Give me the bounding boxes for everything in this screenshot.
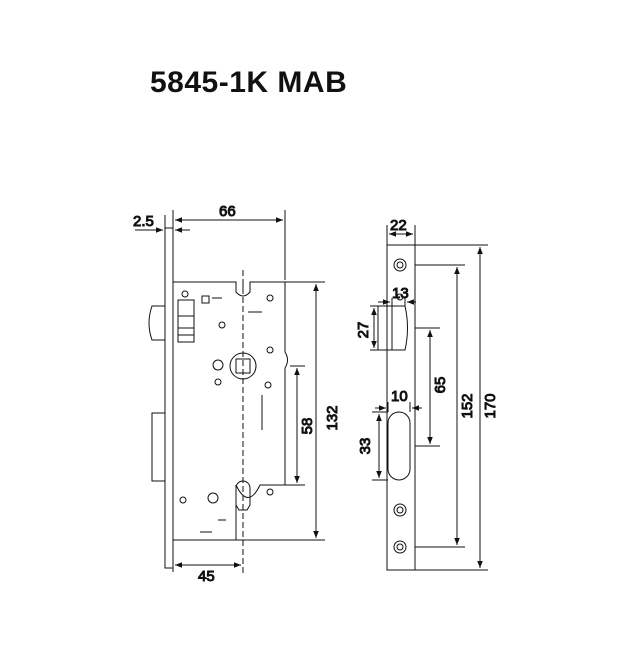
latch-bolt-front [377, 305, 408, 351]
faceplate-side [164, 227, 174, 569]
dim-latch-height: 27 [355, 322, 372, 339]
deadbolt-side [151, 412, 166, 482]
model-title: 5845-1K MAB [150, 66, 348, 99]
screw-top [181, 290, 189, 298]
dim-handle-to-cylinder: 58 [299, 418, 316, 435]
dim-latch-projection: 13 [392, 285, 409, 302]
dim-inner-spacing: 65 [432, 377, 449, 394]
lock-case-outline [172, 281, 288, 541]
dim-backset: 45 [198, 568, 215, 585]
latch-housing [177, 299, 195, 343]
screw-hole-bottom [393, 540, 407, 554]
dim-deadbolt-width: 10 [391, 388, 408, 405]
side-dimensions [135, 210, 325, 572]
latch-bolt-side [148, 305, 166, 341]
dim-faceplate-width: 22 [390, 217, 407, 234]
dim-case-height: 132 [324, 405, 341, 430]
side-view [148, 227, 288, 575]
front-dimensions [370, 225, 488, 571]
dim-screw-spacing: 152 [459, 393, 476, 418]
dim-faceplate-thickness: 2.5 [133, 213, 154, 230]
dim-deadbolt-height: 33 [357, 438, 374, 455]
screw-hole-top [393, 258, 407, 272]
dim-case-depth: 66 [219, 203, 236, 220]
dim-faceplate-length: 170 [482, 393, 499, 418]
cylinder-profile [235, 480, 251, 511]
deadbolt-slot [387, 411, 411, 481]
